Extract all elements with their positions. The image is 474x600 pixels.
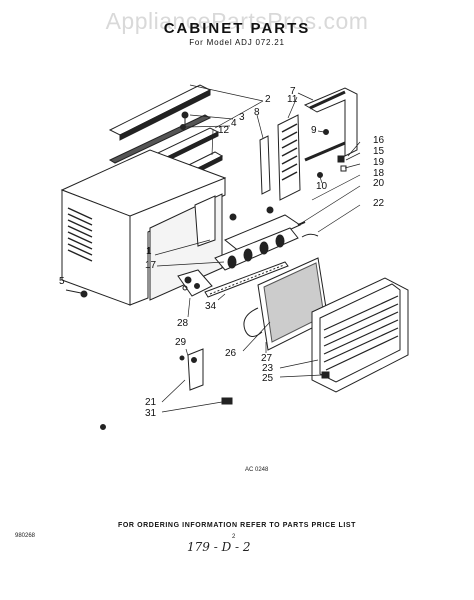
callout-2: 2 (265, 94, 271, 105)
top-screw-b (180, 124, 186, 130)
callout-5: 5 (59, 276, 65, 287)
frame-screw (323, 129, 329, 135)
top-rail-strip-a (108, 84, 212, 141)
leader-lines (154, 84, 361, 413)
watermark: AppliancePartsPros.com (105, 8, 369, 34)
callout-16: 16 (373, 135, 385, 146)
cabinet-shell (60, 149, 227, 306)
bracket-screw (229, 206, 274, 221)
callout-26: 26 (225, 348, 237, 359)
callout-19: 19 (373, 157, 385, 168)
callout-29: 29 (175, 337, 187, 348)
mounting-clip (221, 397, 233, 405)
drawing-code: AC 0248 (245, 467, 269, 473)
callout-15: 15 (373, 146, 385, 157)
air-filter (257, 257, 329, 351)
callout-27: 27 (261, 353, 273, 364)
callout-23: 23 (262, 363, 274, 374)
callout-9: 9 (311, 125, 317, 136)
side-rail (259, 135, 271, 195)
page-number: 2 (232, 534, 236, 540)
callout-17: 17 (145, 260, 157, 271)
callout-12: 12 (218, 125, 230, 136)
callout-22: 22 (373, 198, 385, 209)
callout-21: 21 (145, 397, 157, 408)
mounting-bracket (214, 214, 302, 271)
handwritten-note: 179 - D - 2 (187, 540, 251, 554)
callout-20: 20 (373, 178, 385, 189)
callout-25: 25 (262, 373, 274, 384)
wire-clip (297, 221, 319, 238)
sealing-strip (204, 261, 289, 298)
mounting-strap (179, 348, 204, 391)
frame-clip (337, 155, 347, 172)
side-panel (277, 114, 301, 201)
screw-10 (317, 172, 323, 178)
filter-cord (243, 307, 263, 337)
callout-10: 10 (316, 181, 328, 192)
top-screw (181, 111, 189, 126)
callout-3: 3 (239, 112, 245, 123)
callout-1: 1 (146, 246, 152, 257)
callout-8: 8 (254, 107, 260, 118)
ordering-note: FOR ORDERING INFORMATION REFER TO PARTS … (117, 522, 357, 529)
callout-18: 18 (373, 168, 385, 179)
side-frame (303, 87, 358, 162)
front-grille (311, 277, 409, 393)
callout-34: 34 (205, 301, 217, 312)
mounting-plate (177, 269, 213, 297)
callout-4: 4 (231, 118, 237, 129)
callout-11: 11 (287, 94, 298, 105)
ink-dot (100, 424, 106, 430)
callout-31: 31 (145, 408, 157, 419)
model-subtitle: For Model ADJ 072.21 (189, 38, 285, 47)
page-title: CABINET PARTS (163, 20, 311, 37)
callout-28: 28 (177, 318, 189, 329)
callout-7: 7 (290, 86, 296, 97)
document-code: 980268 (15, 533, 36, 539)
cabinet-screw (65, 289, 88, 298)
